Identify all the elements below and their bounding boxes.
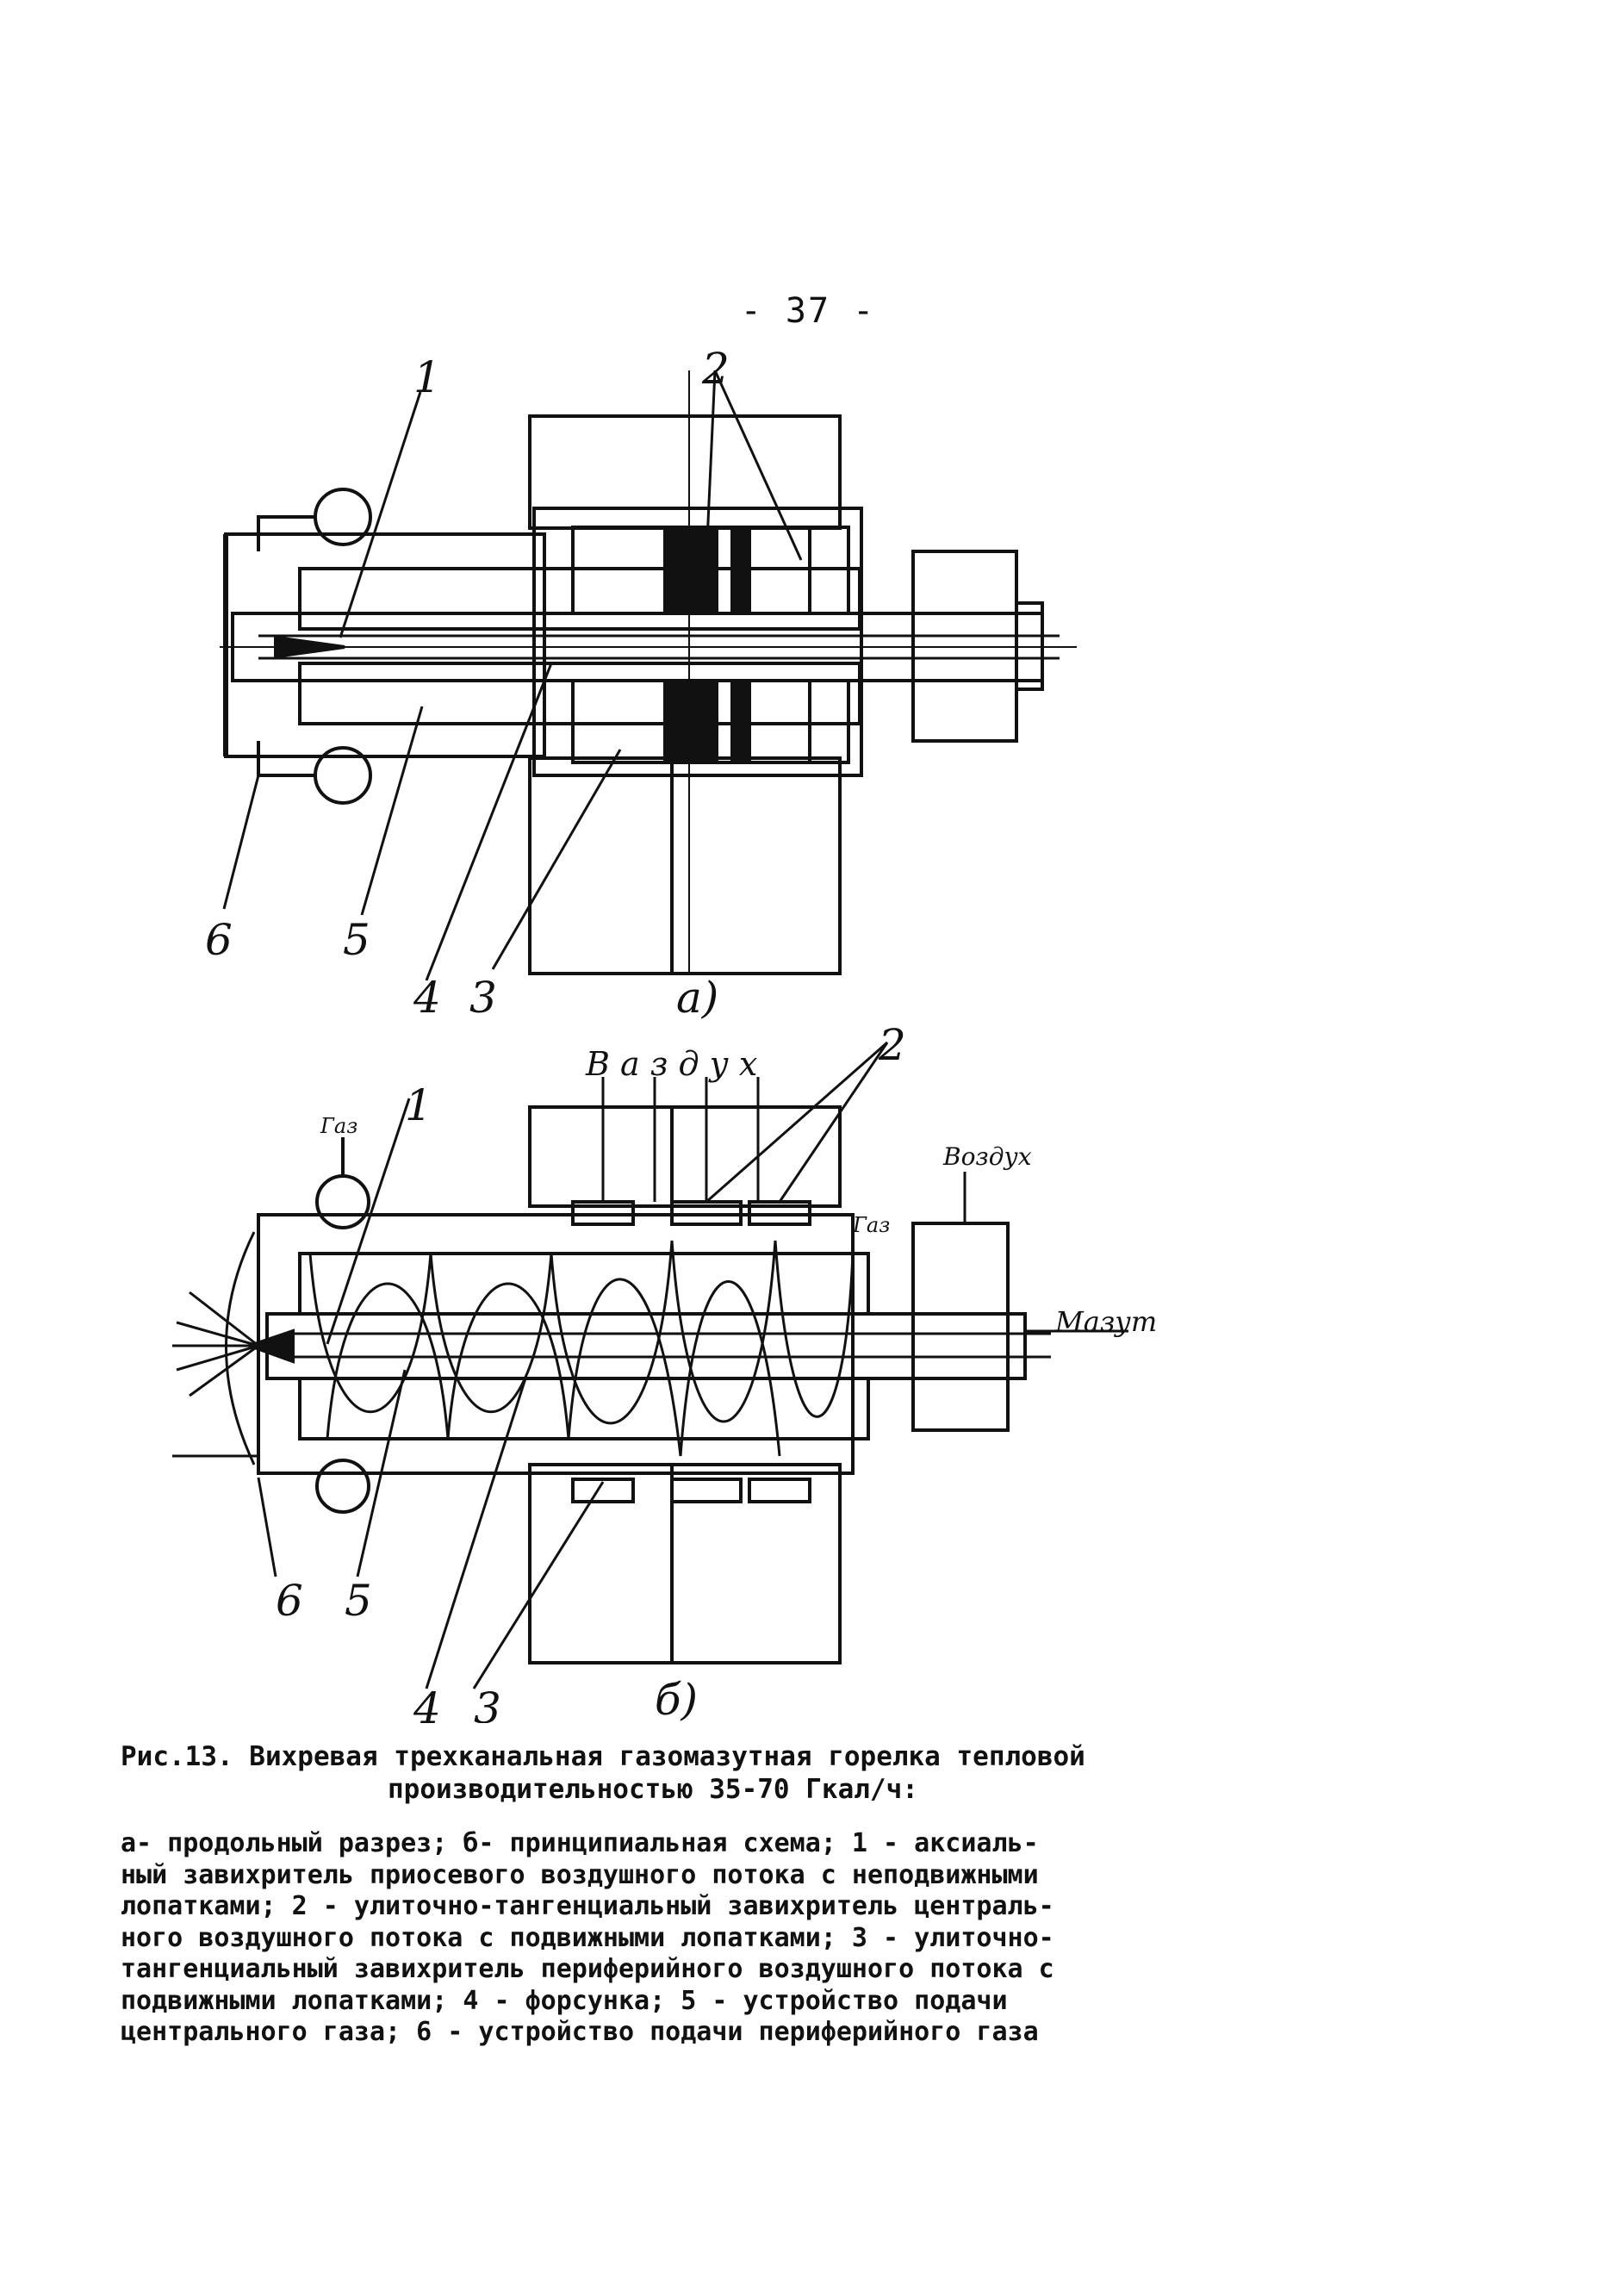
callout-5: 5 — [345, 1576, 372, 1626]
callout-3: 3 — [469, 973, 497, 1023]
callout-2: 2 — [701, 344, 730, 394]
callout-6: 6 — [276, 1576, 303, 1626]
legend-line: ный завихритель приосевого воздушного по… — [121, 1859, 1039, 1890]
view-a-bottom-air-box — [528, 756, 842, 975]
callout-1: 1 — [405, 1080, 432, 1130]
view-a-swirler-block — [532, 507, 863, 777]
gas-right-label: Газ — [852, 1213, 890, 1237]
legend-line: а- продольный разрез; б- принципиальная … — [121, 1828, 1039, 1858]
gas-left-label: Газ — [320, 1114, 357, 1138]
view-b-label: б) — [655, 1675, 698, 1723]
view-a-section — [220, 370, 1077, 981]
air-right-label: Воздух — [942, 1142, 1032, 1171]
air-top-label: В а з д у х — [585, 1045, 757, 1083]
view-a-label: а) — [676, 973, 718, 1023]
callout-1: 1 — [413, 352, 441, 402]
fuel-oil-label: Мазут — [1054, 1305, 1157, 1338]
callout-3: 3 — [474, 1683, 501, 1723]
view-b-right-box — [911, 1222, 1010, 1432]
burner-drawing: 1 2 3 4 5 6 а) — [172, 344, 1157, 1723]
page-number: - 37 - — [740, 291, 876, 331]
callout-2: 2 — [878, 1020, 906, 1070]
view-b-gas-ring-bottom — [315, 1459, 370, 1514]
view-a-callouts: 1 2 3 4 5 6 а) — [205, 344, 730, 1023]
view-b-bottom-air-box — [528, 1463, 842, 1664]
callout-4: 4 — [413, 973, 441, 1023]
figure-caption: Рис.13. Вихревая трехканальная газомазут… — [121, 1740, 1189, 2049]
caption-title: Рис.13. Вихревая трехканальная газомазут… — [121, 1741, 1085, 1772]
callout-5: 5 — [343, 915, 370, 965]
view-a-central-channel — [298, 567, 861, 631]
caption-legend: а- продольный разрез; б- принципиальная … — [121, 1828, 1189, 2049]
view-b-text-labels: В а з д у х Воздух Газ Газ Мазут — [320, 1045, 1157, 1338]
view-b-gas-ring-top — [315, 1174, 370, 1229]
view-a-gas-ring-top — [314, 488, 372, 546]
view-b-callouts: 1 2 3 4 5 6 б) — [276, 1020, 906, 1723]
legend-line: тангенциальный завихритель периферийного… — [121, 1954, 1054, 1984]
legend-line: подвижными лопатками; 4 - форсунка; 5 - … — [121, 1985, 1008, 2016]
view-b-schematic — [172, 1041, 1128, 1689]
view-b-top-air-box — [528, 1105, 842, 1208]
legend-line: лопатками; 2 - улиточно-тангенциальный з… — [121, 1891, 1054, 1921]
callout-6: 6 — [205, 915, 233, 965]
callout-4: 4 — [413, 1683, 441, 1723]
view-a-top-air-box — [528, 414, 842, 530]
caption-title-continued: производительностью 35-70 Гкал/ч: — [388, 1774, 918, 1805]
legend-line: ного воздушного потока с подвижными лопа… — [121, 1922, 1054, 1953]
legend-line: центрального газа; 6 - устройство подачи… — [121, 2017, 1039, 2047]
